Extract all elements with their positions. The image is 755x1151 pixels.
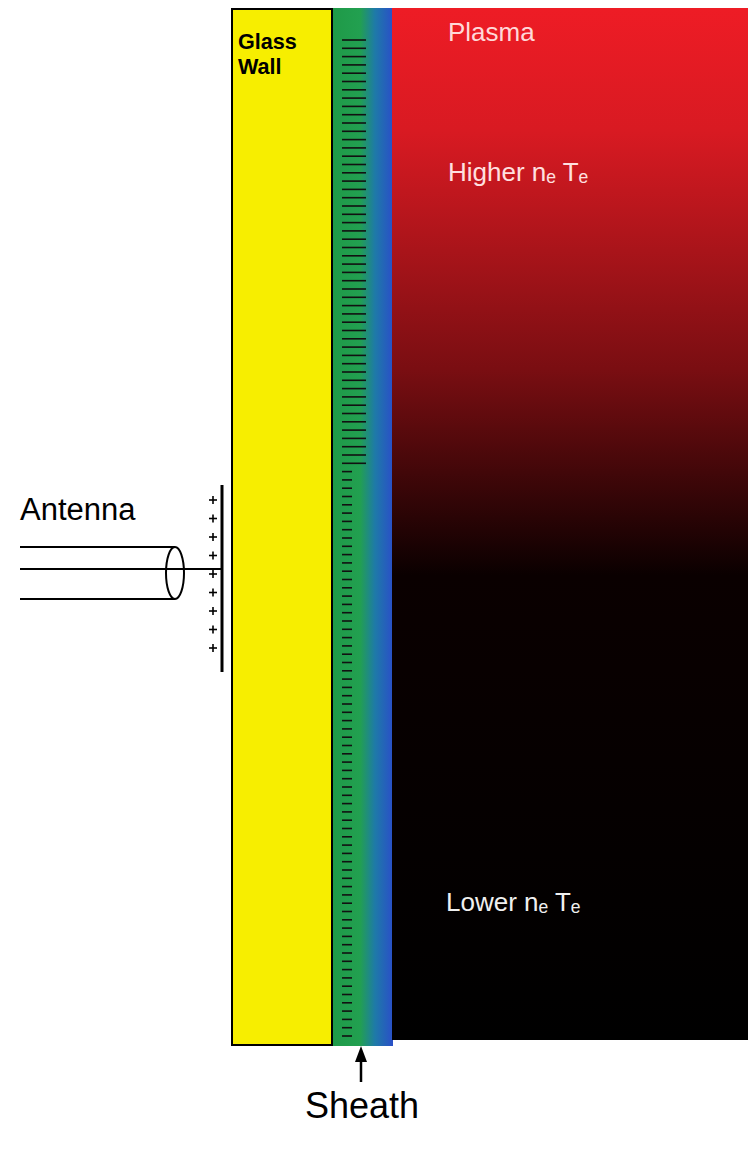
node-text: Glass Wall <box>238 30 330 80</box>
glass-wall: Glass Wall <box>231 8 333 1046</box>
antenna-label: Antenna <box>20 492 136 528</box>
negative-charges <box>342 40 366 1036</box>
plasma-region: PlasmaHigher nₑ Tₑ Lower nₑ Tₑ <box>392 8 748 1040</box>
antenna-symbol <box>20 485 222 672</box>
node-text: Lower nₑ Tₑ <box>446 888 580 918</box>
sheath-arrow <box>355 1046 367 1082</box>
node-text: Plasma <box>448 18 535 48</box>
sheath-label: Sheath <box>305 1085 419 1127</box>
node-text: Higher nₑ Tₑ <box>448 158 588 188</box>
sheath-band <box>333 8 393 1046</box>
